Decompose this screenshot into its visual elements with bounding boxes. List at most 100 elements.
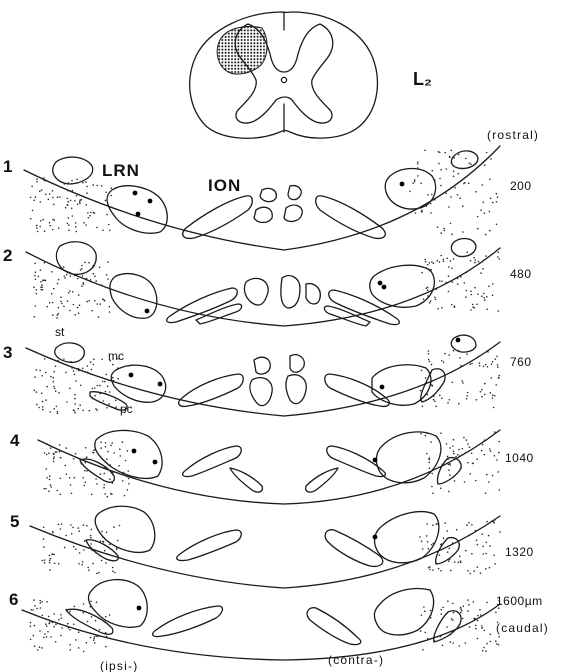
stipple-dot [492,295,494,297]
stipple-dot [96,483,98,485]
stipple-dot [49,562,51,564]
stipple-dot [462,231,464,233]
stipple-dot [460,560,462,562]
stipple-dot [478,261,480,263]
stipple-dot [447,402,449,404]
stipple-dot [74,403,76,405]
stipple-dot [441,281,443,283]
st-label: st [55,325,65,339]
stipple-dot [458,561,460,563]
stipple-dot [57,413,59,415]
stipple-dot [105,391,107,393]
stipple-contra-2 [421,251,500,311]
stipple-dot [486,643,488,645]
stipple-dot [454,187,456,189]
stipple-dot [54,563,56,565]
stipple-dot [32,609,34,611]
section-5-ventral-contour [30,516,500,588]
labeled-cell [136,212,141,217]
stipple-dot [104,493,106,495]
stipple-dot [84,462,86,464]
stipple-dot [439,395,441,397]
stipple-dot [79,201,81,203]
stipple-dot [433,543,435,545]
stipple-dot [458,154,460,156]
stipple-dot [441,360,443,362]
stipple-dot [467,392,469,394]
stipple-dot [440,609,442,611]
stipple-dot [470,164,472,166]
stipple-dot [487,366,489,368]
stipple-dot [486,308,488,310]
stipple-dot [466,524,468,526]
stipple-dot [105,192,107,194]
stipple-dot [478,356,480,358]
stipple-dot [91,616,93,618]
stipple-dot [430,269,432,271]
stipple-dot [65,372,67,374]
lrn-ipsi-2 [110,274,157,319]
stipple-dot [446,168,448,170]
stipple-dot [53,204,55,206]
stipple-dot [93,273,95,275]
stipple-dot [50,225,52,227]
stipple-dot [43,546,45,548]
stipple-dot [428,359,430,361]
lrn-contra-2 [370,265,435,307]
stipple-dot [94,387,96,389]
stipple-dot [40,201,42,203]
stipple-dot [90,537,92,539]
stipple-dot [63,306,65,308]
stipple-dot [473,307,475,309]
ion-medial-3b [290,355,304,373]
stipple-dot [427,394,429,396]
stipple-dot [428,353,430,355]
stipple-dot [85,481,87,483]
stipple-dot [52,229,54,231]
stipple-dot [490,521,492,523]
stipple-ipsi-4 [43,441,129,497]
stipple-dot [467,251,469,253]
stipple-dot [33,286,35,288]
stipple-dot [32,210,34,212]
stipple-dot [471,524,473,526]
stipple-dot [477,294,479,296]
stipple-dot [52,622,54,624]
stipple-dot [58,279,60,281]
stipple-dot [93,358,95,360]
contra-label: (contra-) [328,653,384,667]
stipple-dot [467,610,469,612]
section-1-ventral-contour [24,146,500,250]
stipple-dot [71,533,73,535]
stipple-dot [93,212,95,214]
section-6-ventral-contour [22,604,500,660]
section-1-depth: 200 [510,179,532,193]
stipple-dot [42,401,44,403]
stipple-dot [432,524,434,526]
stipple-dot [496,643,498,645]
stipple-dot [446,626,448,628]
stipple-dot [465,452,467,454]
stipple-dot [82,182,84,184]
stipple-dot [90,637,92,639]
stipple-dot [92,398,94,400]
stipple-dot [87,372,89,374]
stipple-dot [38,276,40,278]
ipsi-label: (ipsi-) [100,659,138,672]
stipple-dot [494,431,496,433]
stipple-dot [73,458,75,460]
stipple-dot [472,462,474,464]
stipple-dot [94,276,96,278]
stipple-dot [473,601,475,603]
stipple-dot [475,628,477,630]
stipple-dot [30,639,32,641]
stipple-dot [485,234,487,236]
stipple-dot [33,599,35,601]
stipple-dot [30,197,32,199]
ion-medial-1b [288,186,301,200]
stipple-dot [474,619,476,621]
stipple-dot [430,372,432,374]
stipple-dot [421,541,423,543]
stipple-dot [102,381,104,383]
stipple-contra-5 [419,519,501,574]
